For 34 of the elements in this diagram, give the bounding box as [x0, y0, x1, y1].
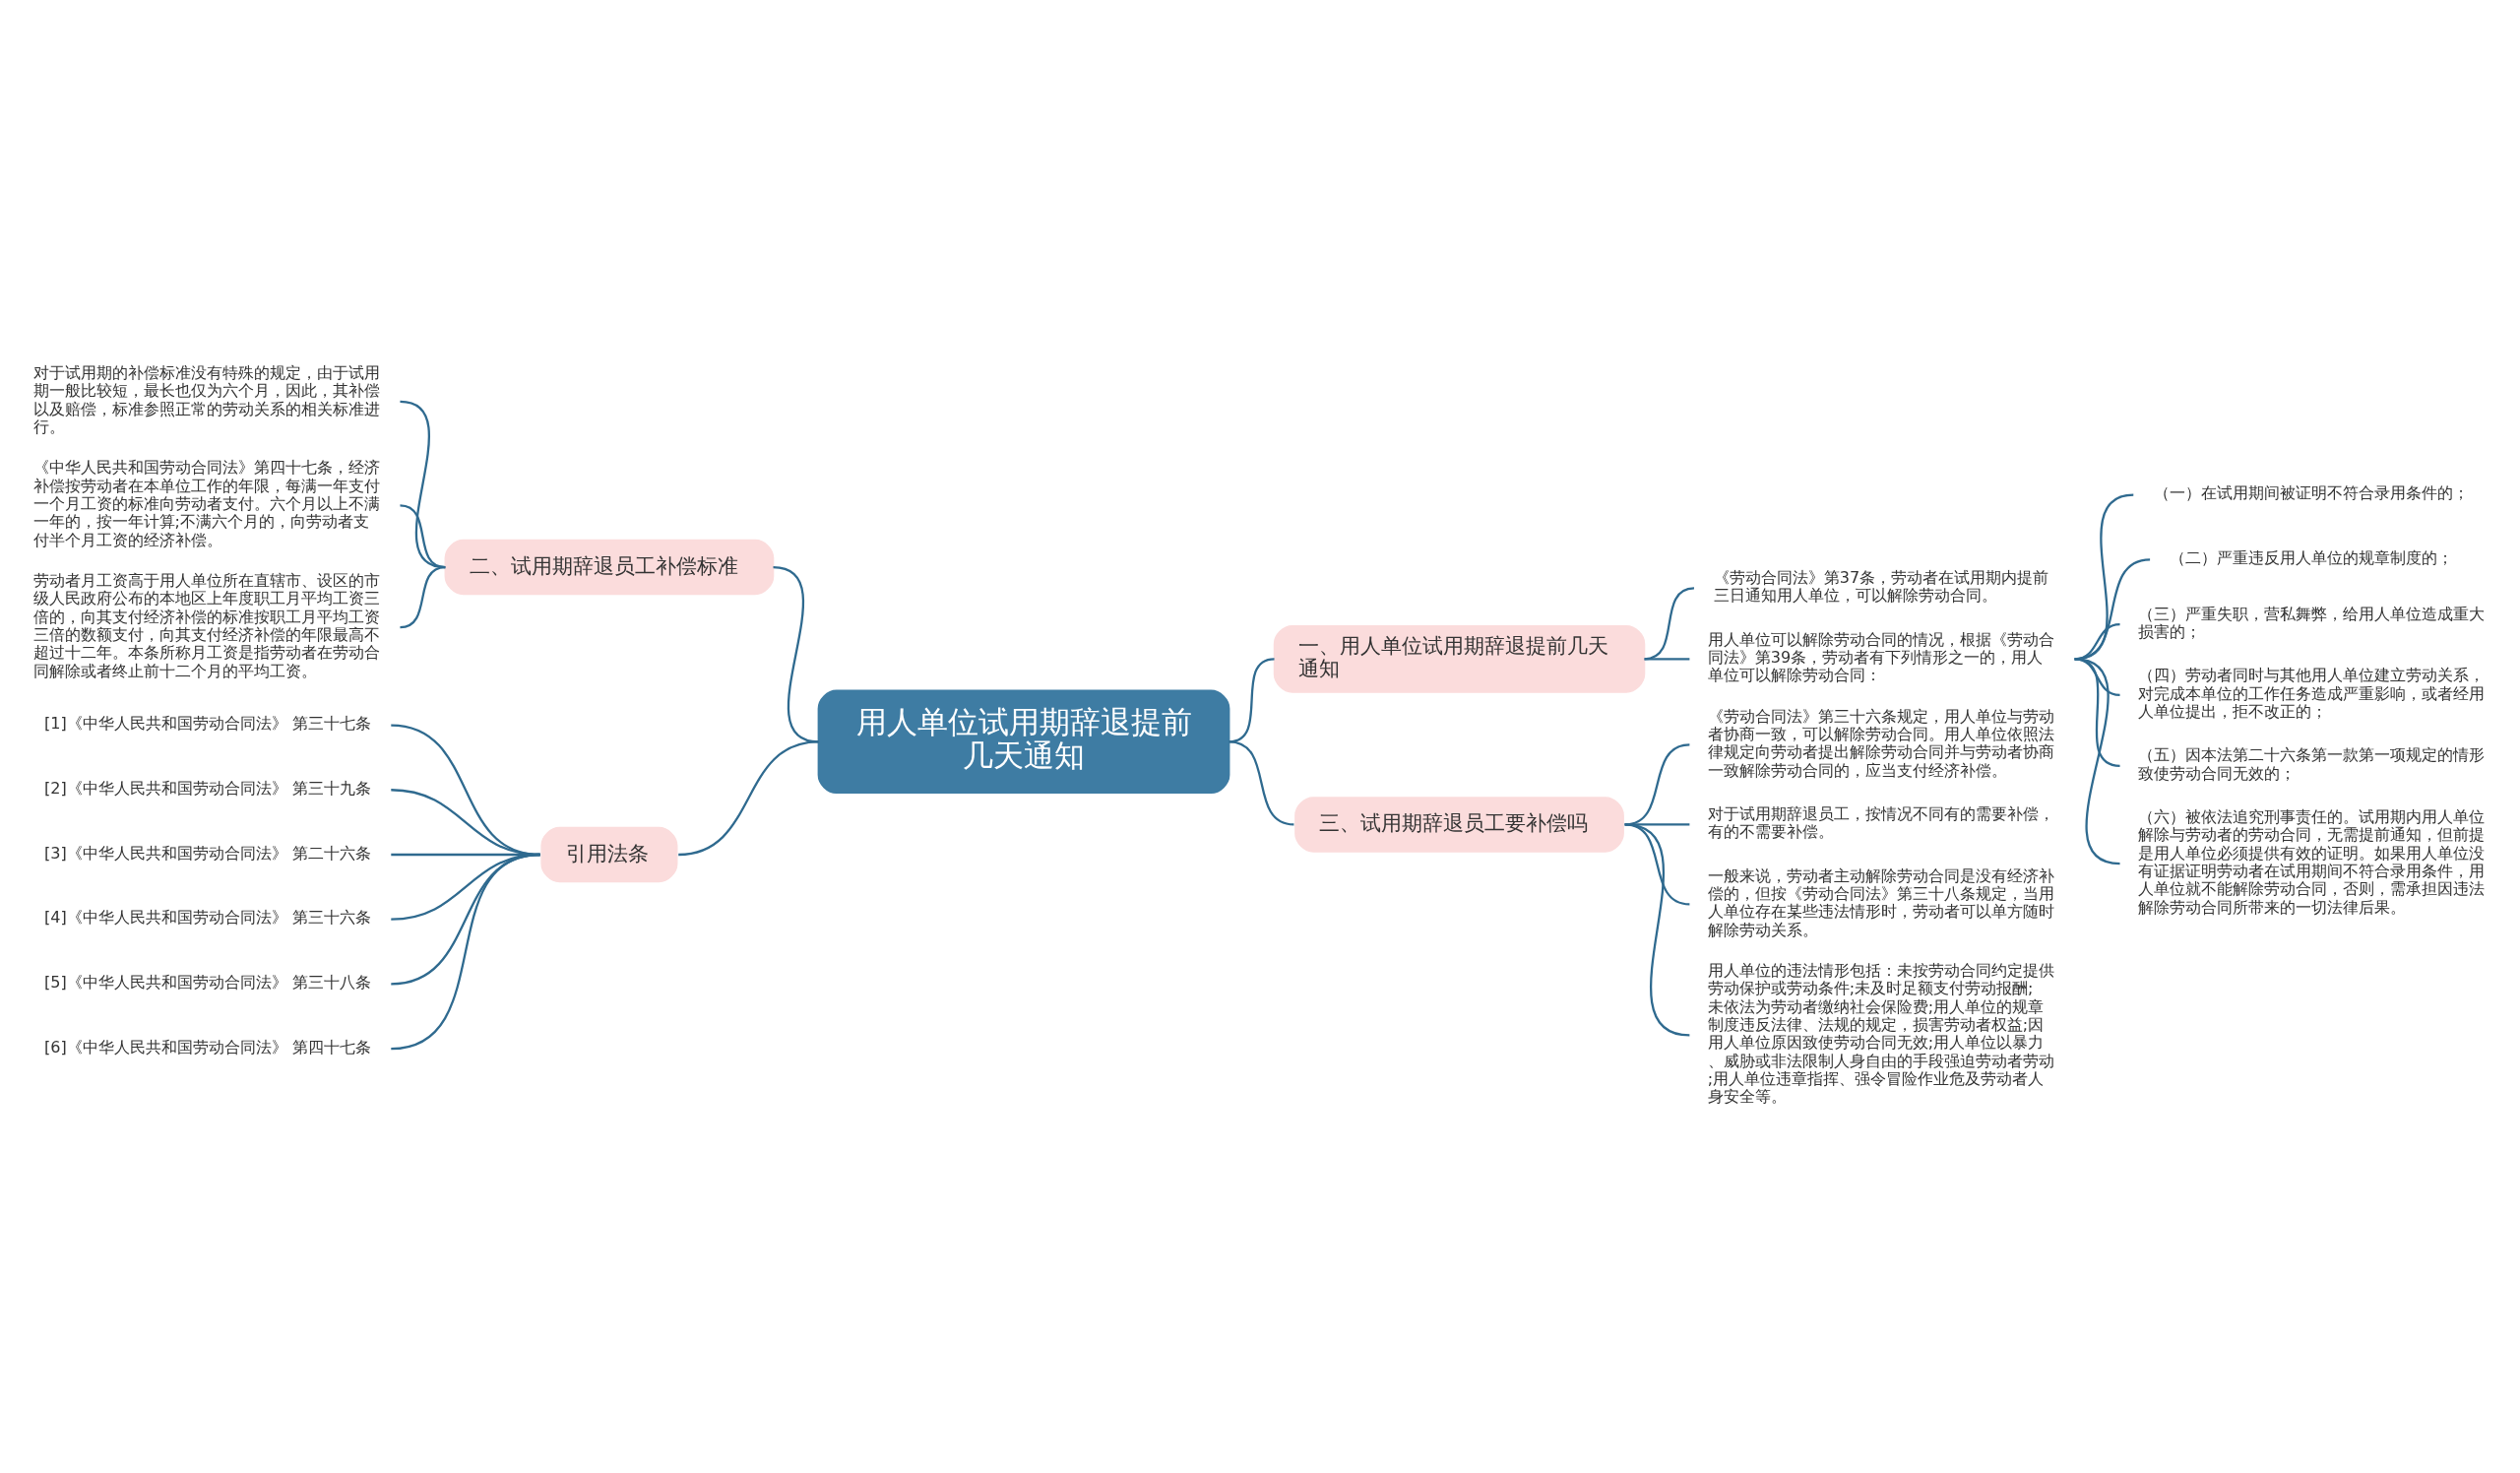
node-text: （六）被依法追究刑事责任的。试用期内用人单位解除与劳动者的劳动合同，无需提前通知，但前提是用人单位必须提供有效的证明。如果用人单位没有证据证明劳动者在试用期间不符合录用条件，用人单位就不能解除劳动合同，否则，需承担因违法解除劳动合同所带来的一切法律后果。	[2137, 806, 2485, 917]
node-text: 《劳动合同法》第37条，劳动者在试用期内提前三日通知用人单位，可以解除劳动合同。	[1713, 567, 2049, 606]
node-text: 用人单位可以解除劳动合同的情况，根据《劳动合同法》第39条，劳动者有下列情形之一的，用人单位可以解除劳动合同：	[1707, 629, 2054, 685]
node-text: （五）因本法第二十六条第一款第一项规定的情形致使劳动合同无效的；	[2137, 745, 2485, 783]
node-text: [1]《中华人民共和国劳动合同法》 第三十七条	[43, 714, 371, 734]
node-text: 《劳动合同法》第三十六条规定，用人单位与劳动者协商一致，可以解除劳动合同。用人单位依照法律规定向劳动者提出解除劳动合同并与劳动者协商一致解除劳动合同的，应当支付经济补偿。	[1707, 706, 2054, 780]
node-text: 用人单位的违法情形包括：未按劳动合同约定提供劳动保护或劳动条件;未及时足额支付劳动报酬;未依法为劳动者缴纳社会保险费;用人单位的规章制度违反法律、法规的规定，损害劳动者权益;因用人单位原因致使劳动合同无效;用人单位以暴力、威胁或非法限制人身自由的手段强迫劳动者劳动;用人单位违章指挥、强令冒险作业危及劳动者人身安全等。	[1707, 960, 2054, 1107]
node-text: [5]《中华人民共和国劳动合同法》 第三十八条	[43, 973, 371, 993]
node-text: （三）严重失职，营私舞弊，给用人单位造成重大损害的；	[2137, 604, 2485, 641]
connector	[400, 565, 446, 629]
node-text: 《中华人民共和国劳动合同法》第四十七条，经济补偿按劳动者在本单位工作的年限，每满一年支付一个月工资的标准向劳动者支付。六个月以上不满一年的，按一年计算;不满六个月的，向劳动者支付半个月工资的经济补偿。	[32, 458, 380, 549]
node-text: （二）严重违反用人单位的规章制度的；	[2169, 548, 2453, 568]
node-text: 一般来说，劳动者主动解除劳动合同是没有经济补偿的，但按《劳动合同法》第三十八条规定，当用人单位存在某些违法情形时，劳动者可以单方随时解除劳动关系。	[1707, 865, 2054, 939]
node-box: 三、试用期辞退员工要补偿吗	[1294, 797, 1624, 853]
connector	[1624, 823, 1690, 1037]
connector	[2074, 658, 2120, 865]
connector	[1644, 658, 1690, 661]
node-text: [2]《中华人民共和国劳动合同法》 第三十九条	[43, 778, 371, 798]
node-text: 对于试用期的补偿标准没有特殊的规定，由于试用期一般比较短，最长也仅为六个月，因此，其补偿以及赔偿，标准参照正常的劳动关系的相关标准进行。	[32, 363, 380, 437]
connector	[678, 740, 819, 857]
node-text: [6]《中华人民共和国劳动合同法》 第四十七条	[43, 1037, 371, 1057]
node-box: 二、试用期辞退员工补偿标准	[444, 539, 775, 596]
node-box: 一、用人单位试用期辞退提前几天通知	[1273, 624, 1646, 693]
node-text: [3]《中华人民共和国劳动合同法》 第二十六条	[43, 843, 371, 863]
connector	[1644, 587, 1695, 661]
connector	[1228, 740, 1294, 826]
node-text: [4]《中华人民共和国劳动合同法》 第三十六条	[43, 908, 371, 928]
node-box: 引用法条	[540, 826, 678, 883]
node-text: （四）劳动者同时与其他用人单位建立劳动关系，对完成本单位的工作任务造成严重影响，或者经用人单位提出，拒不改正的；	[2137, 666, 2485, 721]
node-text: 对于试用期辞退员工，按情况不同有的需要补偿，有的不需要补偿。	[1707, 803, 2054, 842]
node-box: 用人单位试用期辞退提前几天通知	[817, 689, 1230, 795]
node-text: （一）在试用期间被证明不符合录用条件的；	[2153, 483, 2469, 503]
node-text: 劳动者月工资高于用人单位所在直辖市、设区的市级人民政府公布的本地区上年度职工月平均工资三倍的，向其支付经济补偿的标准按职工月平均工资三倍的数额支付，向其支付经济补偿的年限最高不超过十二年。本条所称月工资是指劳动者在劳动合同解除或者终止前十二个月的平均工资。	[32, 571, 380, 680]
connector	[391, 853, 540, 1051]
